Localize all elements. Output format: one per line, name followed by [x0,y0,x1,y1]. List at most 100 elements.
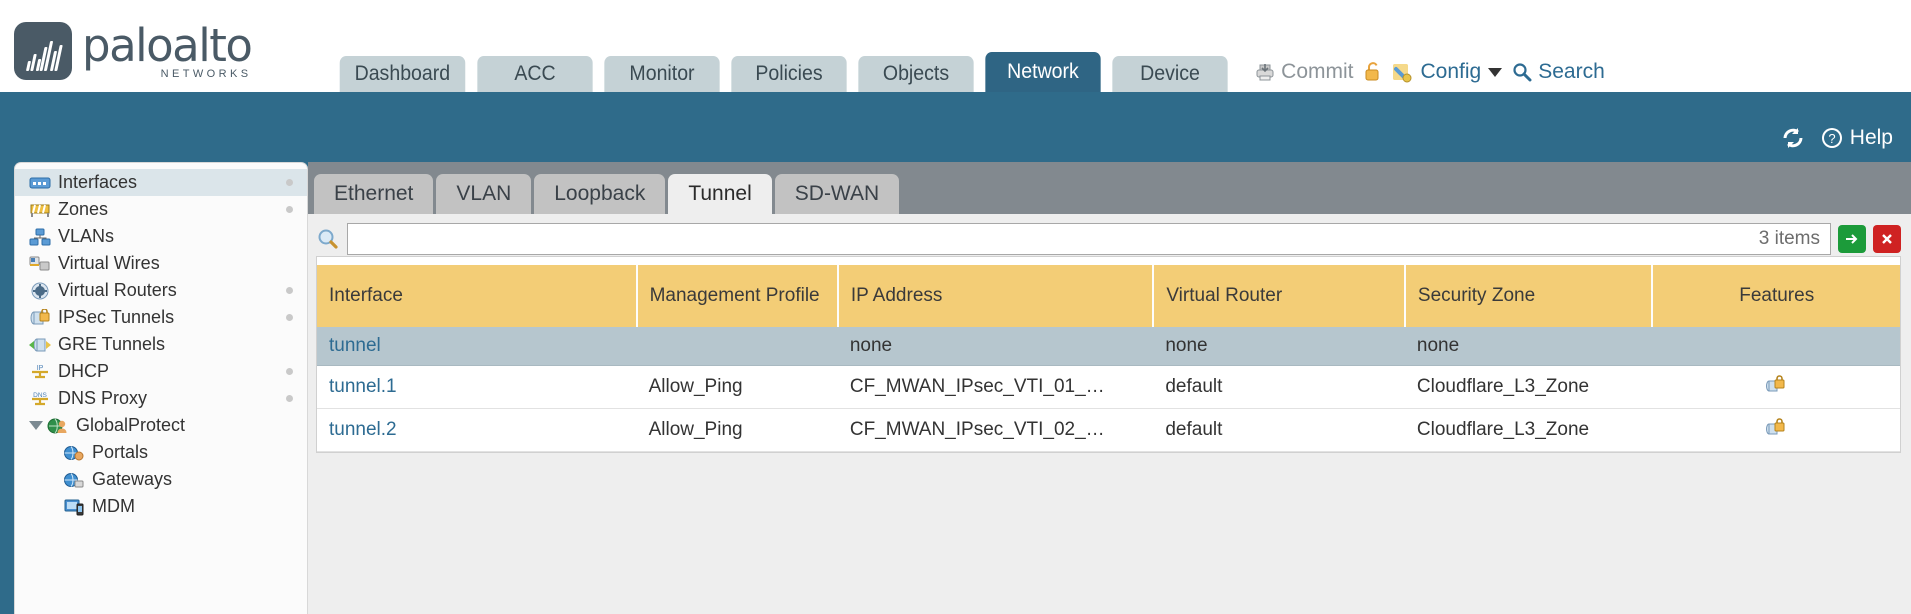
sidebar-item-dns-proxy[interactable]: DNS DNS Proxy [15,385,307,412]
sidebar-item-portals[interactable]: Portals [15,439,307,466]
sidebar-item-gateways[interactable]: Gateways [15,466,307,493]
col-ip-address[interactable]: IP Address [837,265,1155,327]
sidebar-label: Virtual Routers [58,280,177,300]
main-nav-tabs: Dashboard ACC Monitor Policies Objects N… [335,52,1232,92]
sidebar-label: IPSec Tunnels [58,307,175,327]
vlans-icon [29,228,51,246]
commit-button[interactable]: Commit [1254,60,1354,84]
tab-tunnel[interactable]: Tunnel [668,174,772,214]
nav-tab-dashboard[interactable]: Dashboard [340,56,466,92]
filter-bar: 3 items [316,222,1901,256]
nav-tab-network[interactable]: Network [985,52,1101,92]
sidebar-item-vlans[interactable]: VLANs [15,223,307,250]
sidebar: Interfaces Zones VLANs Vir [0,154,308,614]
commit-printer-icon [1256,64,1274,81]
col-features[interactable]: Features [1652,265,1900,327]
col-management-profile[interactable]: Management Profile [636,265,839,327]
config-wrench-icon [1392,64,1412,83]
cell-ip-address: none [837,327,1154,366]
app-header: paloalto NETWORKS Dashboard ACC Monitor … [0,0,1911,92]
gateways-icon [63,471,85,489]
sidebar-label: Virtual Wires [58,253,160,273]
clear-filter-button[interactable] [1873,225,1901,253]
nav-tab-objects[interactable]: Objects [858,56,974,92]
cell-interface[interactable]: tunnel.2 [317,408,637,452]
help-button[interactable]: ? Help [1820,126,1893,150]
sidebar-label: Interfaces [58,172,138,192]
svg-text:DNS: DNS [33,392,47,399]
cell-security-zone: Cloudflare_L3_Zone [1404,408,1653,452]
col-virtual-router[interactable]: Virtual Router [1153,265,1406,327]
cell-security-zone: Cloudflare_L3_Zone [1404,365,1653,409]
nav-tab-policies[interactable]: Policies [731,56,847,92]
help-question-icon: ? [1821,128,1842,148]
expand-collapse-triangle-icon[interactable] [29,421,43,430]
sidebar-item-dhcp[interactable]: IP DHCP [15,358,307,385]
commit-label: Commit [1281,60,1354,83]
tab-vlan[interactable]: VLAN [436,174,532,214]
header-actions: Commit Config Search [1254,60,1605,92]
table-row[interactable]: tunnel.1 Allow_Ping CF_MWAN_IPsec_VTI_01… [317,365,1900,409]
arrow-right-icon [1846,234,1858,244]
sidebar-item-virtual-wires[interactable]: Virtual Wires [15,250,307,277]
apply-filter-button[interactable] [1838,225,1866,253]
gre-tunnels-icon [29,336,51,354]
svg-text:?: ? [1828,131,1835,146]
svg-text:IP: IP [37,365,44,372]
sidebar-item-globalprotect[interactable]: GlobalProtect [15,412,307,439]
virtual-wires-icon [29,255,51,273]
col-interface[interactable]: Interface [317,265,638,327]
sidebar-item-ipsec-tunnels[interactable]: IPSec Tunnels [15,304,307,331]
zones-icon [29,201,51,219]
status-dot [286,395,293,402]
sidebar-label: GRE Tunnels [58,334,166,354]
sidebar-label: GlobalProtect [76,415,186,435]
cell-interface[interactable]: tunnel [317,327,637,366]
brand-tagline: NETWORKS [160,67,252,80]
portals-icon [63,444,85,462]
globalprotect-icon [47,417,69,435]
sidebar-tree: Interfaces Zones VLANs Vir [14,162,308,614]
app-body: Interfaces Zones VLANs Vir [0,154,1911,614]
cell-virtual-router: default [1153,365,1405,409]
cell-ip-address: CF_MWAN_IPsec_VTI_02_… [837,408,1154,452]
sidebar-label: DNS Proxy [58,388,148,408]
search-input[interactable]: 3 items [347,223,1831,255]
table-row[interactable]: tunnel.2 Allow_Ping CF_MWAN_IPsec_VTI_02… [317,408,1900,452]
tab-loopback[interactable]: Loopback [534,174,666,214]
table-header-row: Interface Management Profile IP Address … [317,265,1900,327]
ipsec-tunnels-icon [29,307,51,327]
tab-ethernet[interactable]: Ethernet [314,174,434,214]
status-dot [286,287,293,294]
sidebar-item-interfaces[interactable]: Interfaces [15,169,307,196]
cell-features [1652,327,1900,366]
help-label: Help [1849,126,1893,149]
cell-security-zone: none [1404,327,1653,366]
dns-proxy-icon: DNS [29,390,51,408]
nav-tab-monitor[interactable]: Monitor [604,56,720,92]
lock-icon [1766,375,1785,392]
cell-features [1652,365,1900,409]
sidebar-item-gre-tunnels[interactable]: GRE Tunnels [15,331,307,358]
refresh-icon[interactable] [1780,126,1806,150]
sidebar-item-virtual-routers[interactable]: Virtual Routers [15,277,307,304]
main-content: Ethernet VLAN Loopback Tunnel SD-WAN 3 i… [308,154,1911,614]
cell-features [1652,408,1900,452]
lock-icon [1766,418,1785,435]
sidebar-item-zones[interactable]: Zones [15,196,307,223]
search-label: Search [1538,60,1605,83]
config-menu[interactable]: Config [1392,60,1503,84]
table-row[interactable]: tunnel none none none [317,327,1900,366]
nav-tab-device[interactable]: Device [1112,56,1228,92]
cell-interface[interactable]: tunnel.1 [317,365,637,409]
nav-tab-acc[interactable]: ACC [477,56,593,92]
search-button[interactable]: Search [1511,60,1605,84]
sidebar-label: Gateways [92,469,173,489]
status-dot [286,179,293,186]
search-magnifier-icon [318,229,338,249]
sidebar-label: DHCP [58,361,110,381]
unlock-icon[interactable] [1363,61,1383,83]
tab-sdwan[interactable]: SD-WAN [774,174,900,214]
col-security-zone[interactable]: Security Zone [1404,265,1654,327]
sidebar-item-mdm[interactable]: MDM [15,493,307,520]
